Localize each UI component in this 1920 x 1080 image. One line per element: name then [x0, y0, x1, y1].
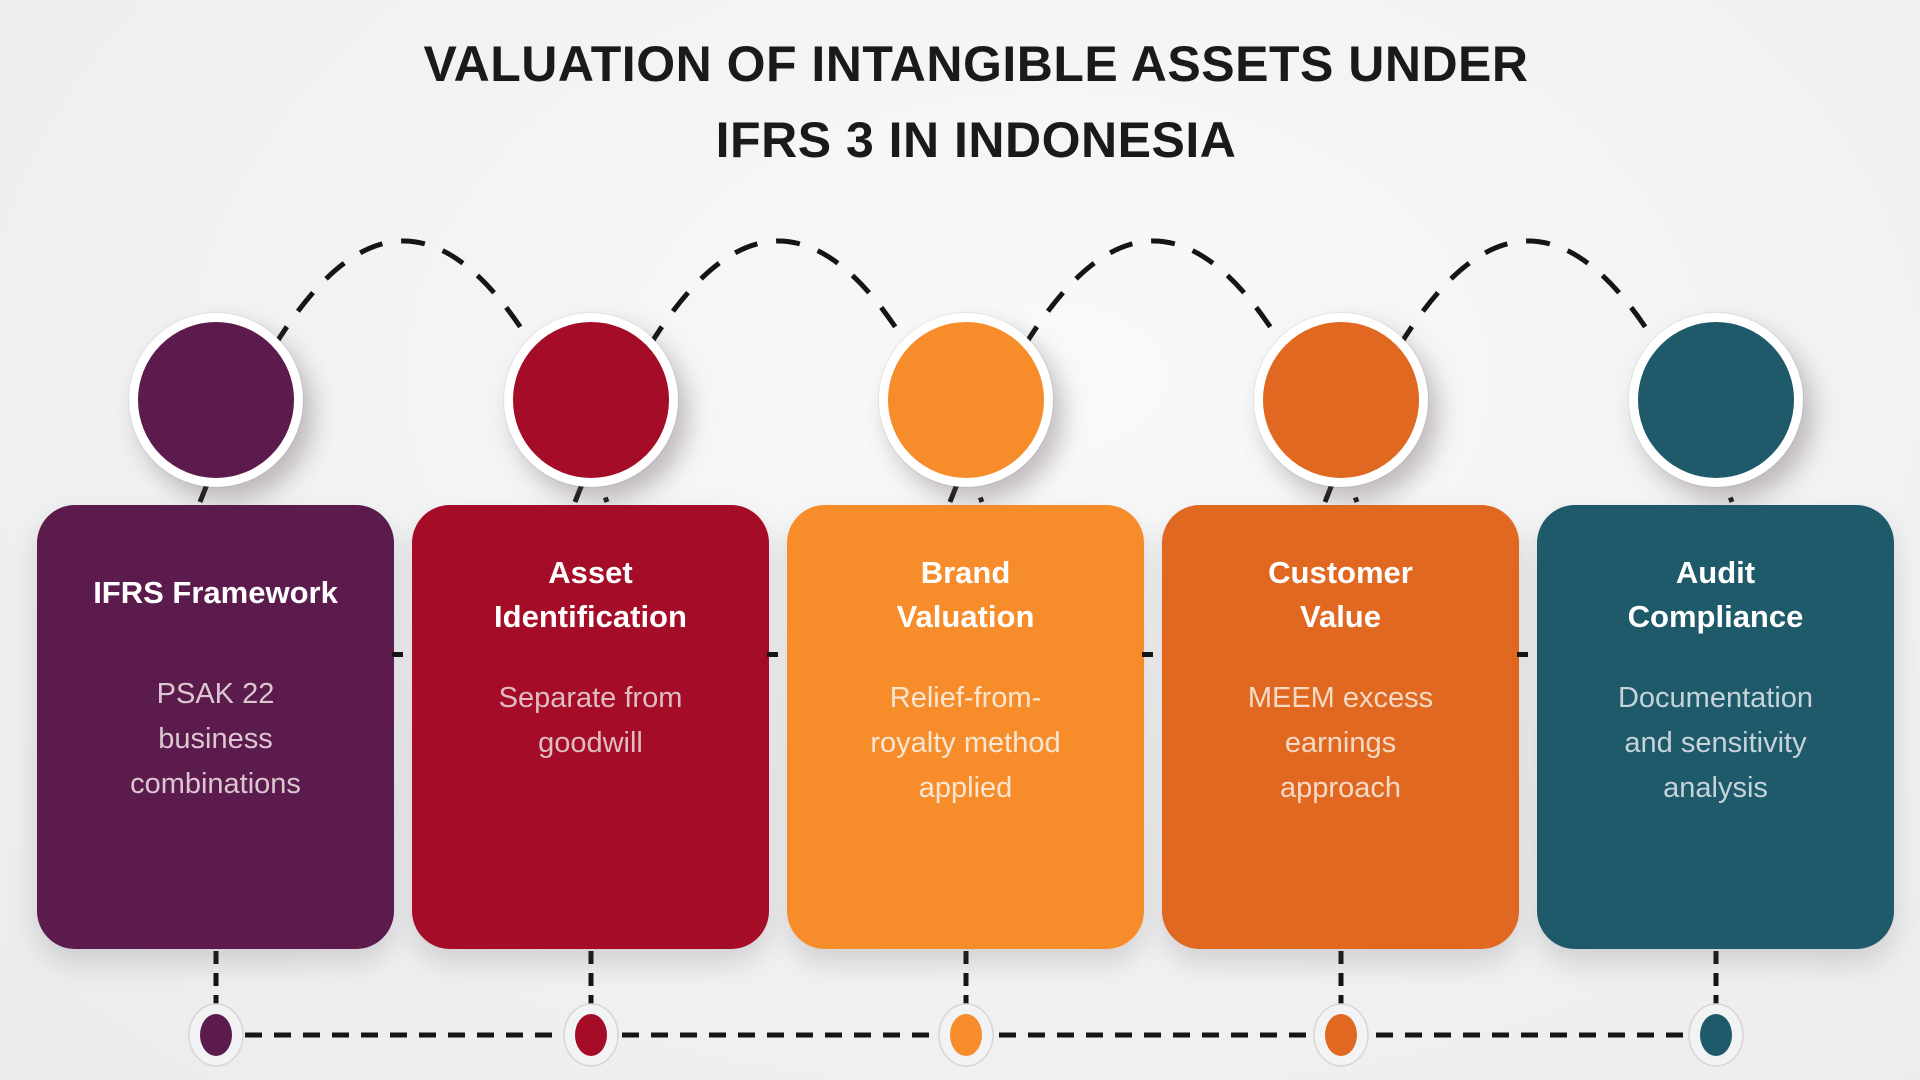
card-body: Relief-from- royalty method applied	[870, 682, 1061, 804]
step-circle-ifrs-framework	[129, 313, 303, 487]
card-body: PSAK 22 business combinations	[130, 678, 301, 800]
card-ifrs-framework: IFRS Framework PSAK 22 business combinat…	[37, 505, 394, 949]
card-body: Documentation and sensitivity analysis	[1617, 682, 1814, 804]
step-circle-brand-valuation	[879, 313, 1053, 487]
card-gap-dash	[392, 652, 403, 657]
card-body: Separate from goodwill	[498, 682, 683, 759]
card-gap-dash	[1517, 652, 1528, 657]
card-asset-identification: Asset Identification Separate from goodw…	[412, 505, 769, 949]
step-circle-audit-compliance	[1629, 313, 1803, 487]
timeline-dot-1	[200, 1014, 232, 1056]
card-title: IFRS Framework	[93, 575, 338, 610]
timeline-dot-5	[1700, 1014, 1732, 1056]
timeline-dot-3	[950, 1014, 982, 1056]
page-title-line-2: IFRS 3 IN INDONESIA	[715, 112, 1237, 168]
card-gap-dash	[767, 652, 778, 657]
step-circle-asset-identification	[504, 313, 678, 487]
card-title: Audit Compliance	[1627, 555, 1804, 634]
card-title: Brand Valuation	[896, 555, 1035, 634]
timeline-dot-4	[1325, 1014, 1357, 1056]
card-brand-valuation: Brand Valuation Relief-from- royalty met…	[787, 505, 1144, 949]
card-customer-value: Customer Value MEEM excess earnings appr…	[1162, 505, 1519, 949]
step-circle-customer-value	[1254, 313, 1428, 487]
card-audit-compliance: Audit Compliance Documentation and sensi…	[1537, 505, 1894, 949]
page-title: VALUATION OF INTANGIBLE ASSETS UNDER IFR…	[16, 26, 1920, 178]
card-gap-dash	[1142, 652, 1153, 657]
card-title: Asset Identification	[494, 555, 687, 634]
timeline-dot-2	[575, 1014, 607, 1056]
card-body: MEEM excess earnings approach	[1247, 682, 1434, 804]
page-title-line-1: VALUATION OF INTANGIBLE ASSETS UNDER	[423, 36, 1529, 92]
card-title: Customer Value	[1268, 555, 1413, 634]
